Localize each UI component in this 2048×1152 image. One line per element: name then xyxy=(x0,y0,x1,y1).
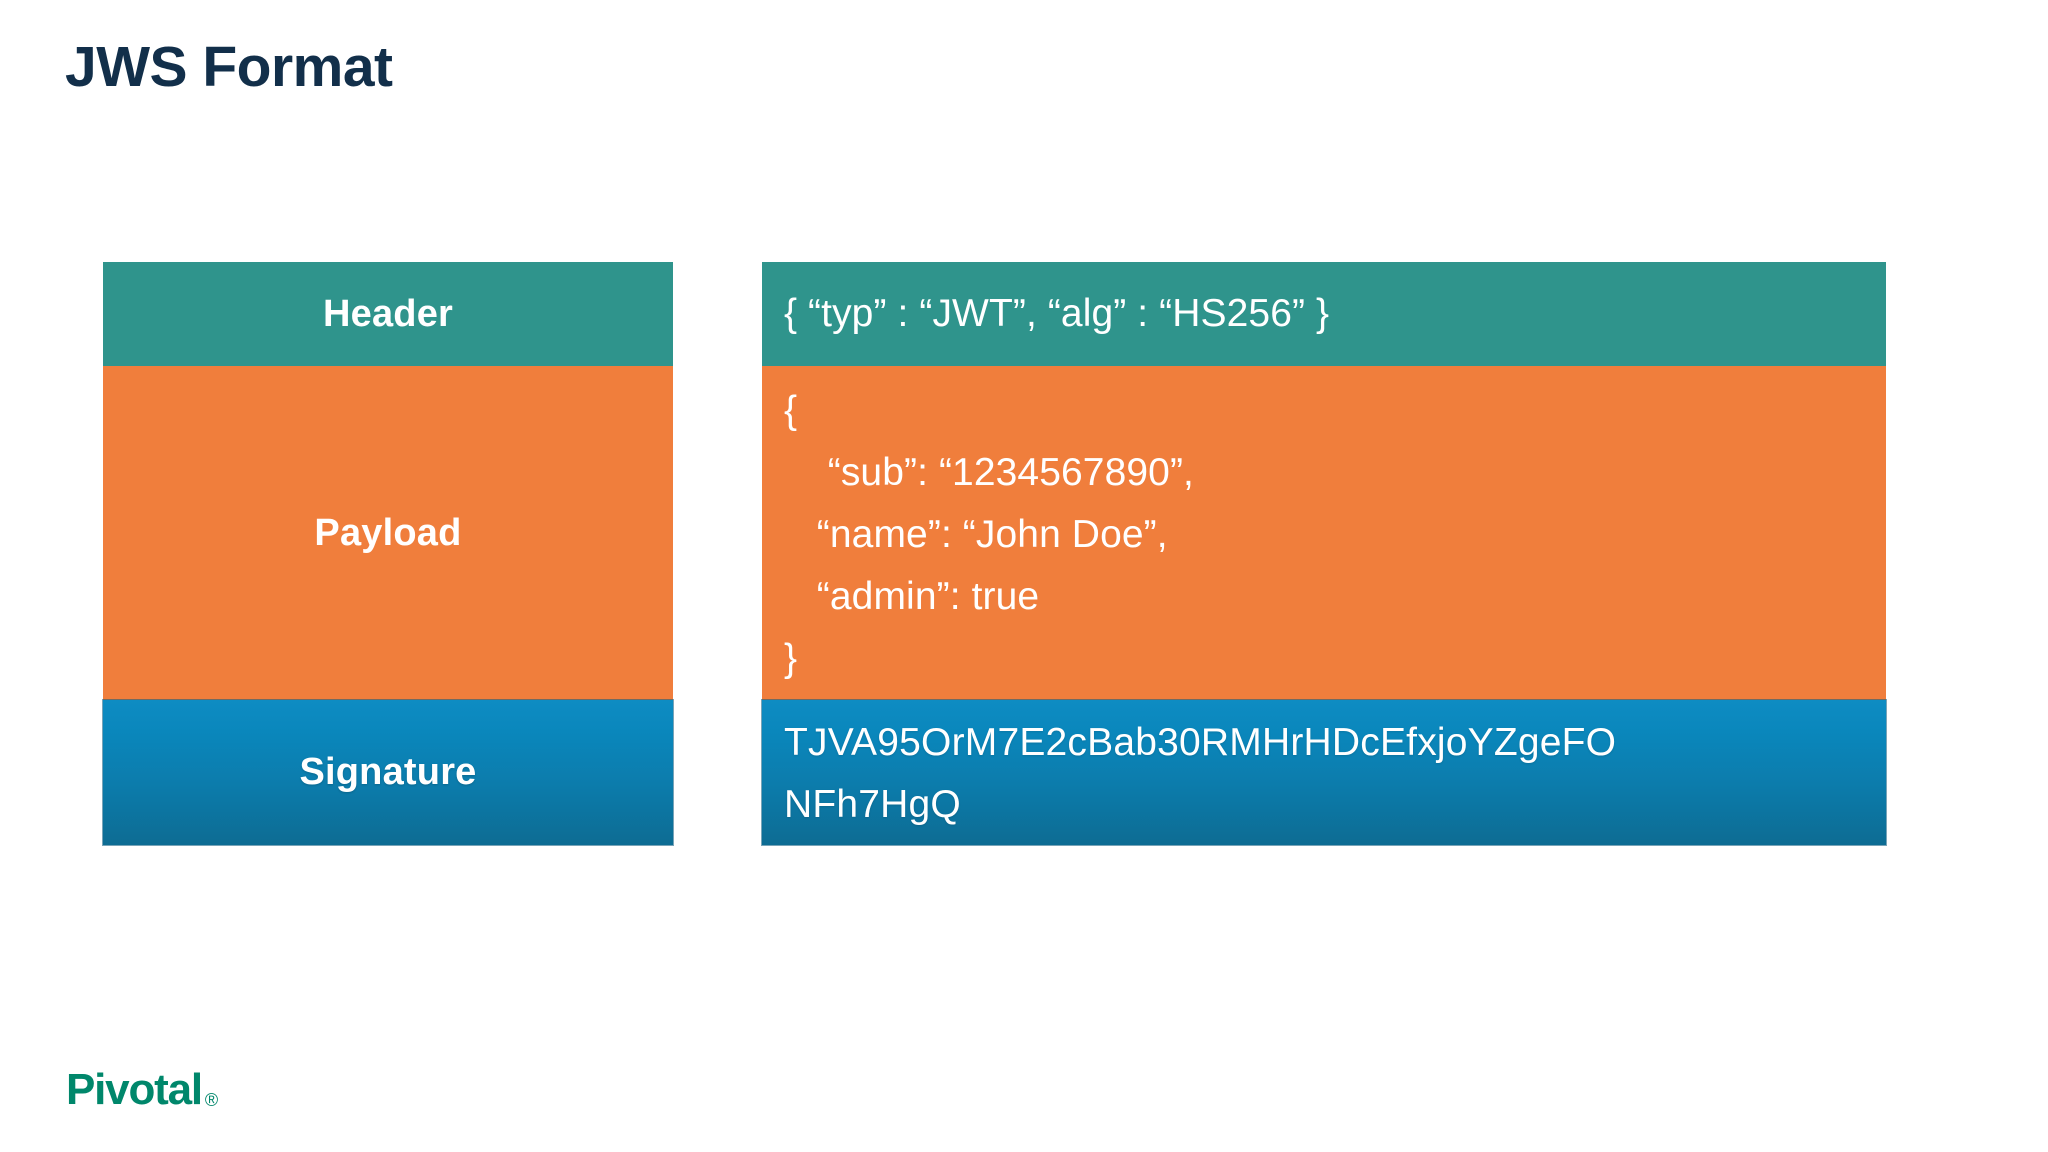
signature-token-line-1: TJVA95OrM7E2cBab30RMHrHDcEfxjoYZgeFO xyxy=(784,721,1617,764)
header-json-line-1: { “typ” : “JWT”, “alg” : “HS256” } xyxy=(784,292,1330,335)
jws-part-label-signature-text: Signature xyxy=(299,751,477,793)
jws-part-value-column: { “typ” : “JWT”, “alg” : “HS256” } { “su… xyxy=(762,262,1886,845)
payload-json-line-5: } xyxy=(784,637,798,680)
jws-part-label-column: Header Payload Signature xyxy=(103,262,673,845)
jws-part-value-header: { “typ” : “JWT”, “alg” : “HS256” } xyxy=(762,262,1886,366)
payload-json-line-2: “sub”: “1234567890”, xyxy=(784,451,1194,494)
payload-json-line-4: “admin”: true xyxy=(784,575,1040,618)
payload-json-line-3: “name”: “John Doe”, xyxy=(784,513,1168,556)
payload-json-line-1: { xyxy=(784,389,798,432)
jws-format-diagram: Header Payload Signature { “typ” : “JWT”… xyxy=(103,262,1886,845)
jws-part-label-payload: Payload xyxy=(103,366,673,700)
jws-part-label-header-text: Header xyxy=(322,292,454,335)
pivotal-logo: Pivotal ® xyxy=(66,1068,218,1112)
signature-token-line-2: NFh7HgQ xyxy=(784,783,961,826)
jws-part-label-header: Header xyxy=(103,262,673,366)
page-title: JWS Format xyxy=(65,35,393,99)
jws-part-value-payload: { “sub”: “1234567890”, “name”: “John Doe… xyxy=(762,366,1886,700)
jws-part-label-payload-text: Payload xyxy=(314,511,462,554)
pivotal-logo-wordmark: Pivotal xyxy=(66,1065,203,1114)
jws-part-value-signature: TJVA95OrM7E2cBab30RMHrHDcEfxjoYZgeFO NFh… xyxy=(762,700,1886,845)
jws-part-label-signature: Signature xyxy=(103,700,673,845)
registered-trademark-icon: ® xyxy=(204,1090,219,1110)
